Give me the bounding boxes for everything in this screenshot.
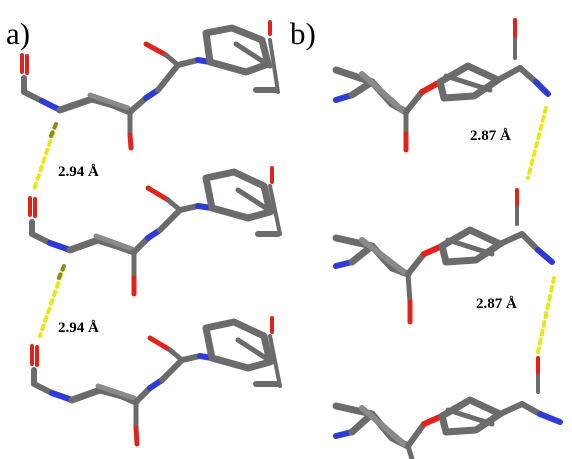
panel-b-hydrogen-bond-1 (526, 106, 548, 180)
panel-b-molecule-2 (332, 188, 555, 325)
panel-b-molecule-1 (332, 18, 551, 153)
panel-b: b) 2.87 Å (290, 16, 563, 459)
panel-a-distance-label-1: 2.94 Å (58, 164, 99, 180)
panel-b-molecule-3 (332, 356, 563, 459)
panel-a-molecule-2 (28, 166, 282, 297)
panel-a-molecule-3 (30, 316, 282, 447)
panel-a-molecule-1 (20, 20, 280, 151)
panel-a-label: a) (6, 16, 30, 51)
panel-b-hydrogen-bond-2 (536, 276, 556, 354)
panel-b-label: b) (290, 16, 316, 51)
panel-a-distance-label-2: 2.94 Å (58, 320, 99, 336)
panel-b-distance-label-2: 2.87 Å (476, 296, 517, 312)
panel-b-distance-label-1: 2.87 Å (470, 128, 511, 144)
panel-a: a) 2.94 Å (6, 16, 282, 447)
